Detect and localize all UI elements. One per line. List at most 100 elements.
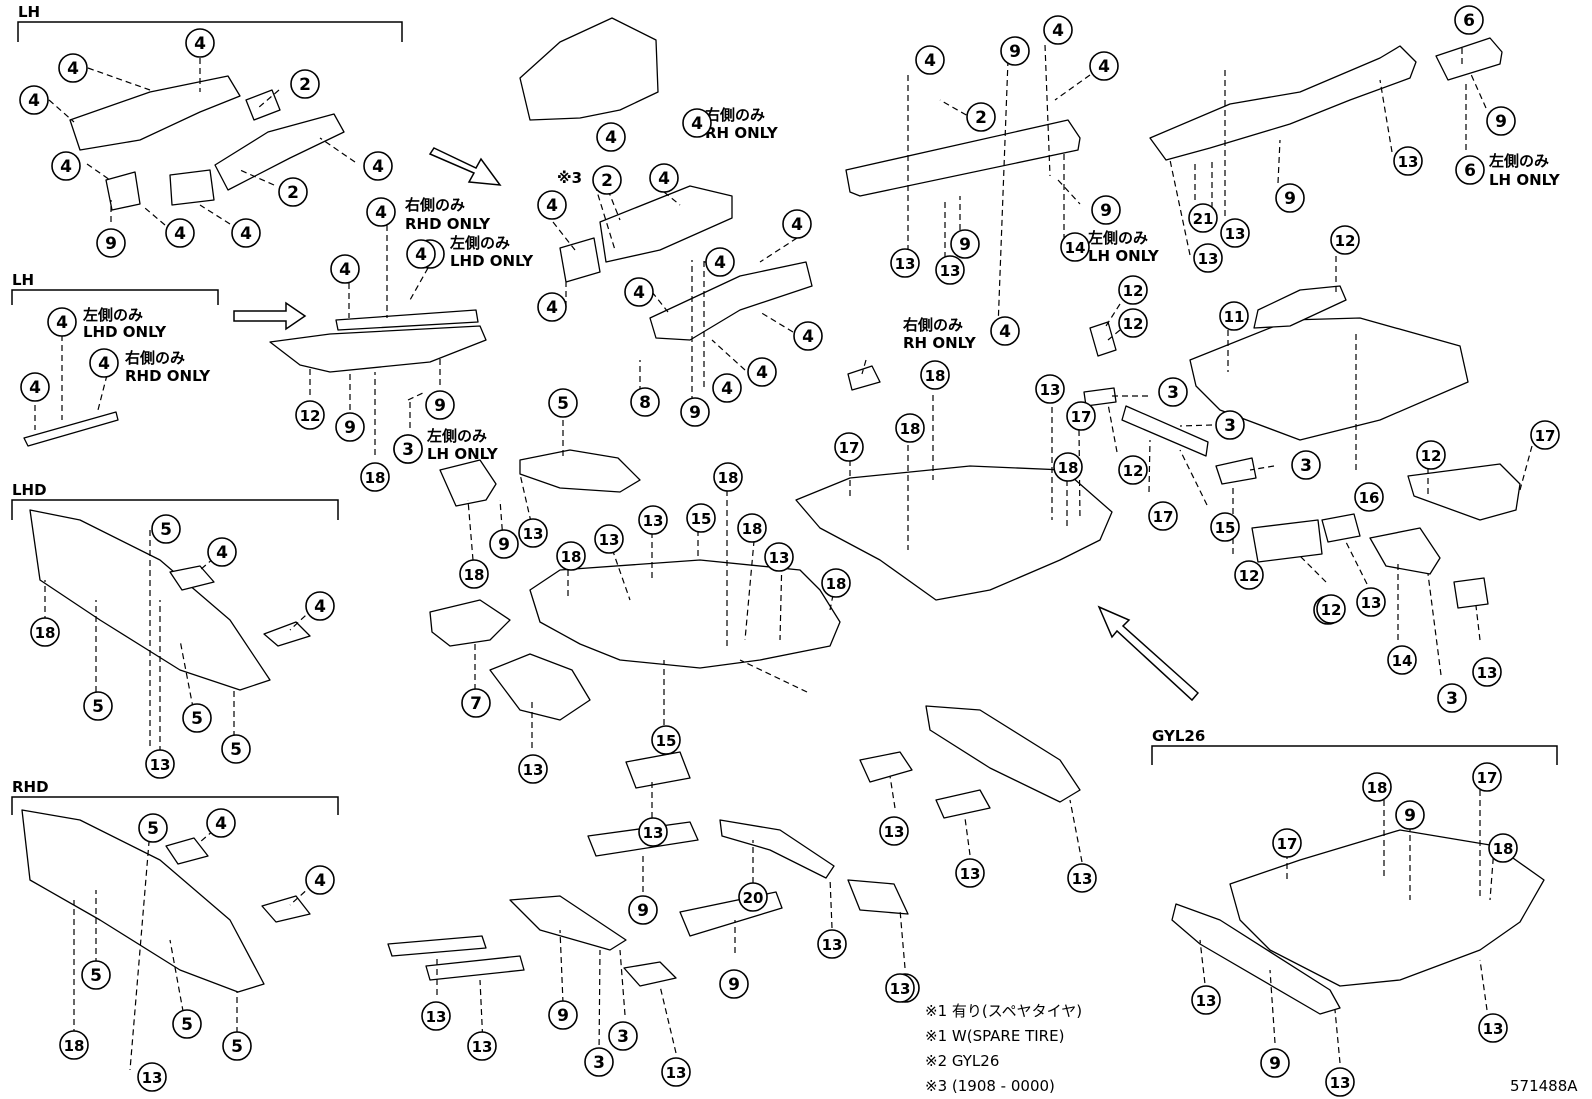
callout-circle <box>1291 450 1321 480</box>
callout-number: 6 <box>1464 161 1476 181</box>
callout-c115: 9 <box>628 895 658 925</box>
callout-circle <box>1220 218 1250 248</box>
callout-number: 12 <box>300 407 321 425</box>
callout-circle <box>817 929 847 959</box>
part-apron-member <box>599 185 733 263</box>
callout-circle <box>1354 482 1384 512</box>
callout-circle <box>608 1021 638 1051</box>
callout-circle <box>1118 308 1148 338</box>
callout-circle <box>1472 762 1502 792</box>
callout-c85: 4 <box>305 591 335 621</box>
section-label-lh-mid: LH <box>12 271 34 289</box>
callout-circle <box>1486 106 1516 136</box>
callout-number: 9 <box>498 535 510 555</box>
part-seat-crossmember <box>489 653 591 721</box>
callout-number: 9 <box>344 418 356 438</box>
callout-number: 5 <box>92 697 104 717</box>
callout-circle <box>821 568 851 598</box>
callout-number: 12 <box>1335 232 1356 250</box>
section-label-lh-top: LH <box>18 3 40 21</box>
callout-number: 9 <box>1009 42 1021 62</box>
callout-c27: 4 <box>537 190 567 220</box>
callout-circle <box>793 321 823 351</box>
callout-number: 4 <box>691 114 703 134</box>
callout-circle <box>594 524 624 554</box>
callout-c99: 5 <box>548 388 578 418</box>
footnote-4: ※3 (1908 - 0000) <box>925 1077 1055 1095</box>
callout-circle <box>406 239 436 269</box>
callout-number: 4 <box>658 169 670 189</box>
callout-circle <box>1416 440 1446 470</box>
callout-number: 5 <box>147 819 159 839</box>
callout-circle <box>548 1000 578 1030</box>
callout-circle <box>920 360 950 390</box>
callout-c118: 13 <box>817 929 847 959</box>
callout-circle <box>915 45 945 75</box>
note-ref3: ※3 <box>557 169 582 187</box>
callout-c28: 4 <box>782 209 812 239</box>
part-rear-bracket <box>1435 37 1503 81</box>
callout-circle <box>548 388 578 418</box>
callout-c45: 14 <box>1060 232 1090 262</box>
callout-circle <box>1356 587 1386 617</box>
callout-circle <box>537 190 567 220</box>
section-brackets <box>11 21 1558 815</box>
callout-circle <box>295 400 325 430</box>
callout-number: 9 <box>637 901 649 921</box>
callout-number: 16 <box>1359 489 1380 507</box>
part-crossmember-lh <box>169 169 215 206</box>
callout-c61: 12 <box>1118 455 1148 485</box>
callout-circle <box>712 373 742 403</box>
callout-circle <box>222 1031 252 1061</box>
callout-c82: 17 <box>834 432 864 462</box>
callout-number: 4 <box>194 34 206 54</box>
callout-c90: 13 <box>145 749 175 779</box>
callout-c79: 17 <box>1066 401 1096 431</box>
callout-circle <box>1488 833 1518 863</box>
callout-circle <box>1330 225 1360 255</box>
callout-number: 4 <box>415 245 427 265</box>
callout-c09: 4 <box>165 218 195 248</box>
callout-number: 18 <box>742 520 763 538</box>
callout-circle <box>686 503 716 533</box>
callout-c32: 4 <box>537 292 567 322</box>
callout-number: 18 <box>1058 459 1079 477</box>
callout-c111: 15 <box>651 725 681 755</box>
callout-number: 13 <box>142 1069 163 1087</box>
callout-number: 13 <box>523 761 544 779</box>
part-rear-bracket-small-2 <box>935 789 991 819</box>
callout-c74: 14 <box>1387 645 1417 675</box>
callout-number: 5 <box>557 394 569 414</box>
callout-c06: 4 <box>363 151 393 181</box>
callout-c37: 4 <box>747 357 777 387</box>
callout-circle <box>489 529 519 559</box>
callout-circle <box>305 865 335 895</box>
callout-number: 2 <box>601 171 613 191</box>
footnote-2: ※1 W(SPARE TIRE) <box>925 1027 1064 1045</box>
callout-circle <box>738 882 768 912</box>
callout-c51: 13 <box>1193 243 1223 273</box>
part-dash-bracket-rhd <box>165 837 209 865</box>
callout-c58: 12 <box>1118 275 1148 305</box>
callout-c104: 13 <box>594 524 624 554</box>
callout-number: 17 <box>1071 408 1092 426</box>
callout-number: 18 <box>561 548 582 566</box>
callout-c134: 18 <box>1488 833 1518 863</box>
callout-circle <box>51 151 81 181</box>
part-floor-crossmember-1 <box>625 751 691 789</box>
callout-number: 4 <box>174 224 186 244</box>
part-apron-rh <box>519 17 659 121</box>
callout-circle <box>363 151 393 181</box>
callout-c62: 3 <box>1215 410 1245 440</box>
callout-number: 12 <box>1123 462 1144 480</box>
part-rear-floor-pan <box>1189 317 1469 441</box>
callout-number: 13 <box>1330 1074 1351 1092</box>
callout-number: 2 <box>299 75 311 95</box>
callout-circle <box>1275 183 1305 213</box>
callout-c41: 2 <box>966 102 996 132</box>
callout-circle <box>81 960 111 990</box>
callout-number: 13 <box>1198 250 1219 268</box>
callout-number: 12 <box>1321 601 1342 619</box>
callout-c23: 4 <box>682 108 712 138</box>
callout-c83: 5 <box>151 514 181 544</box>
